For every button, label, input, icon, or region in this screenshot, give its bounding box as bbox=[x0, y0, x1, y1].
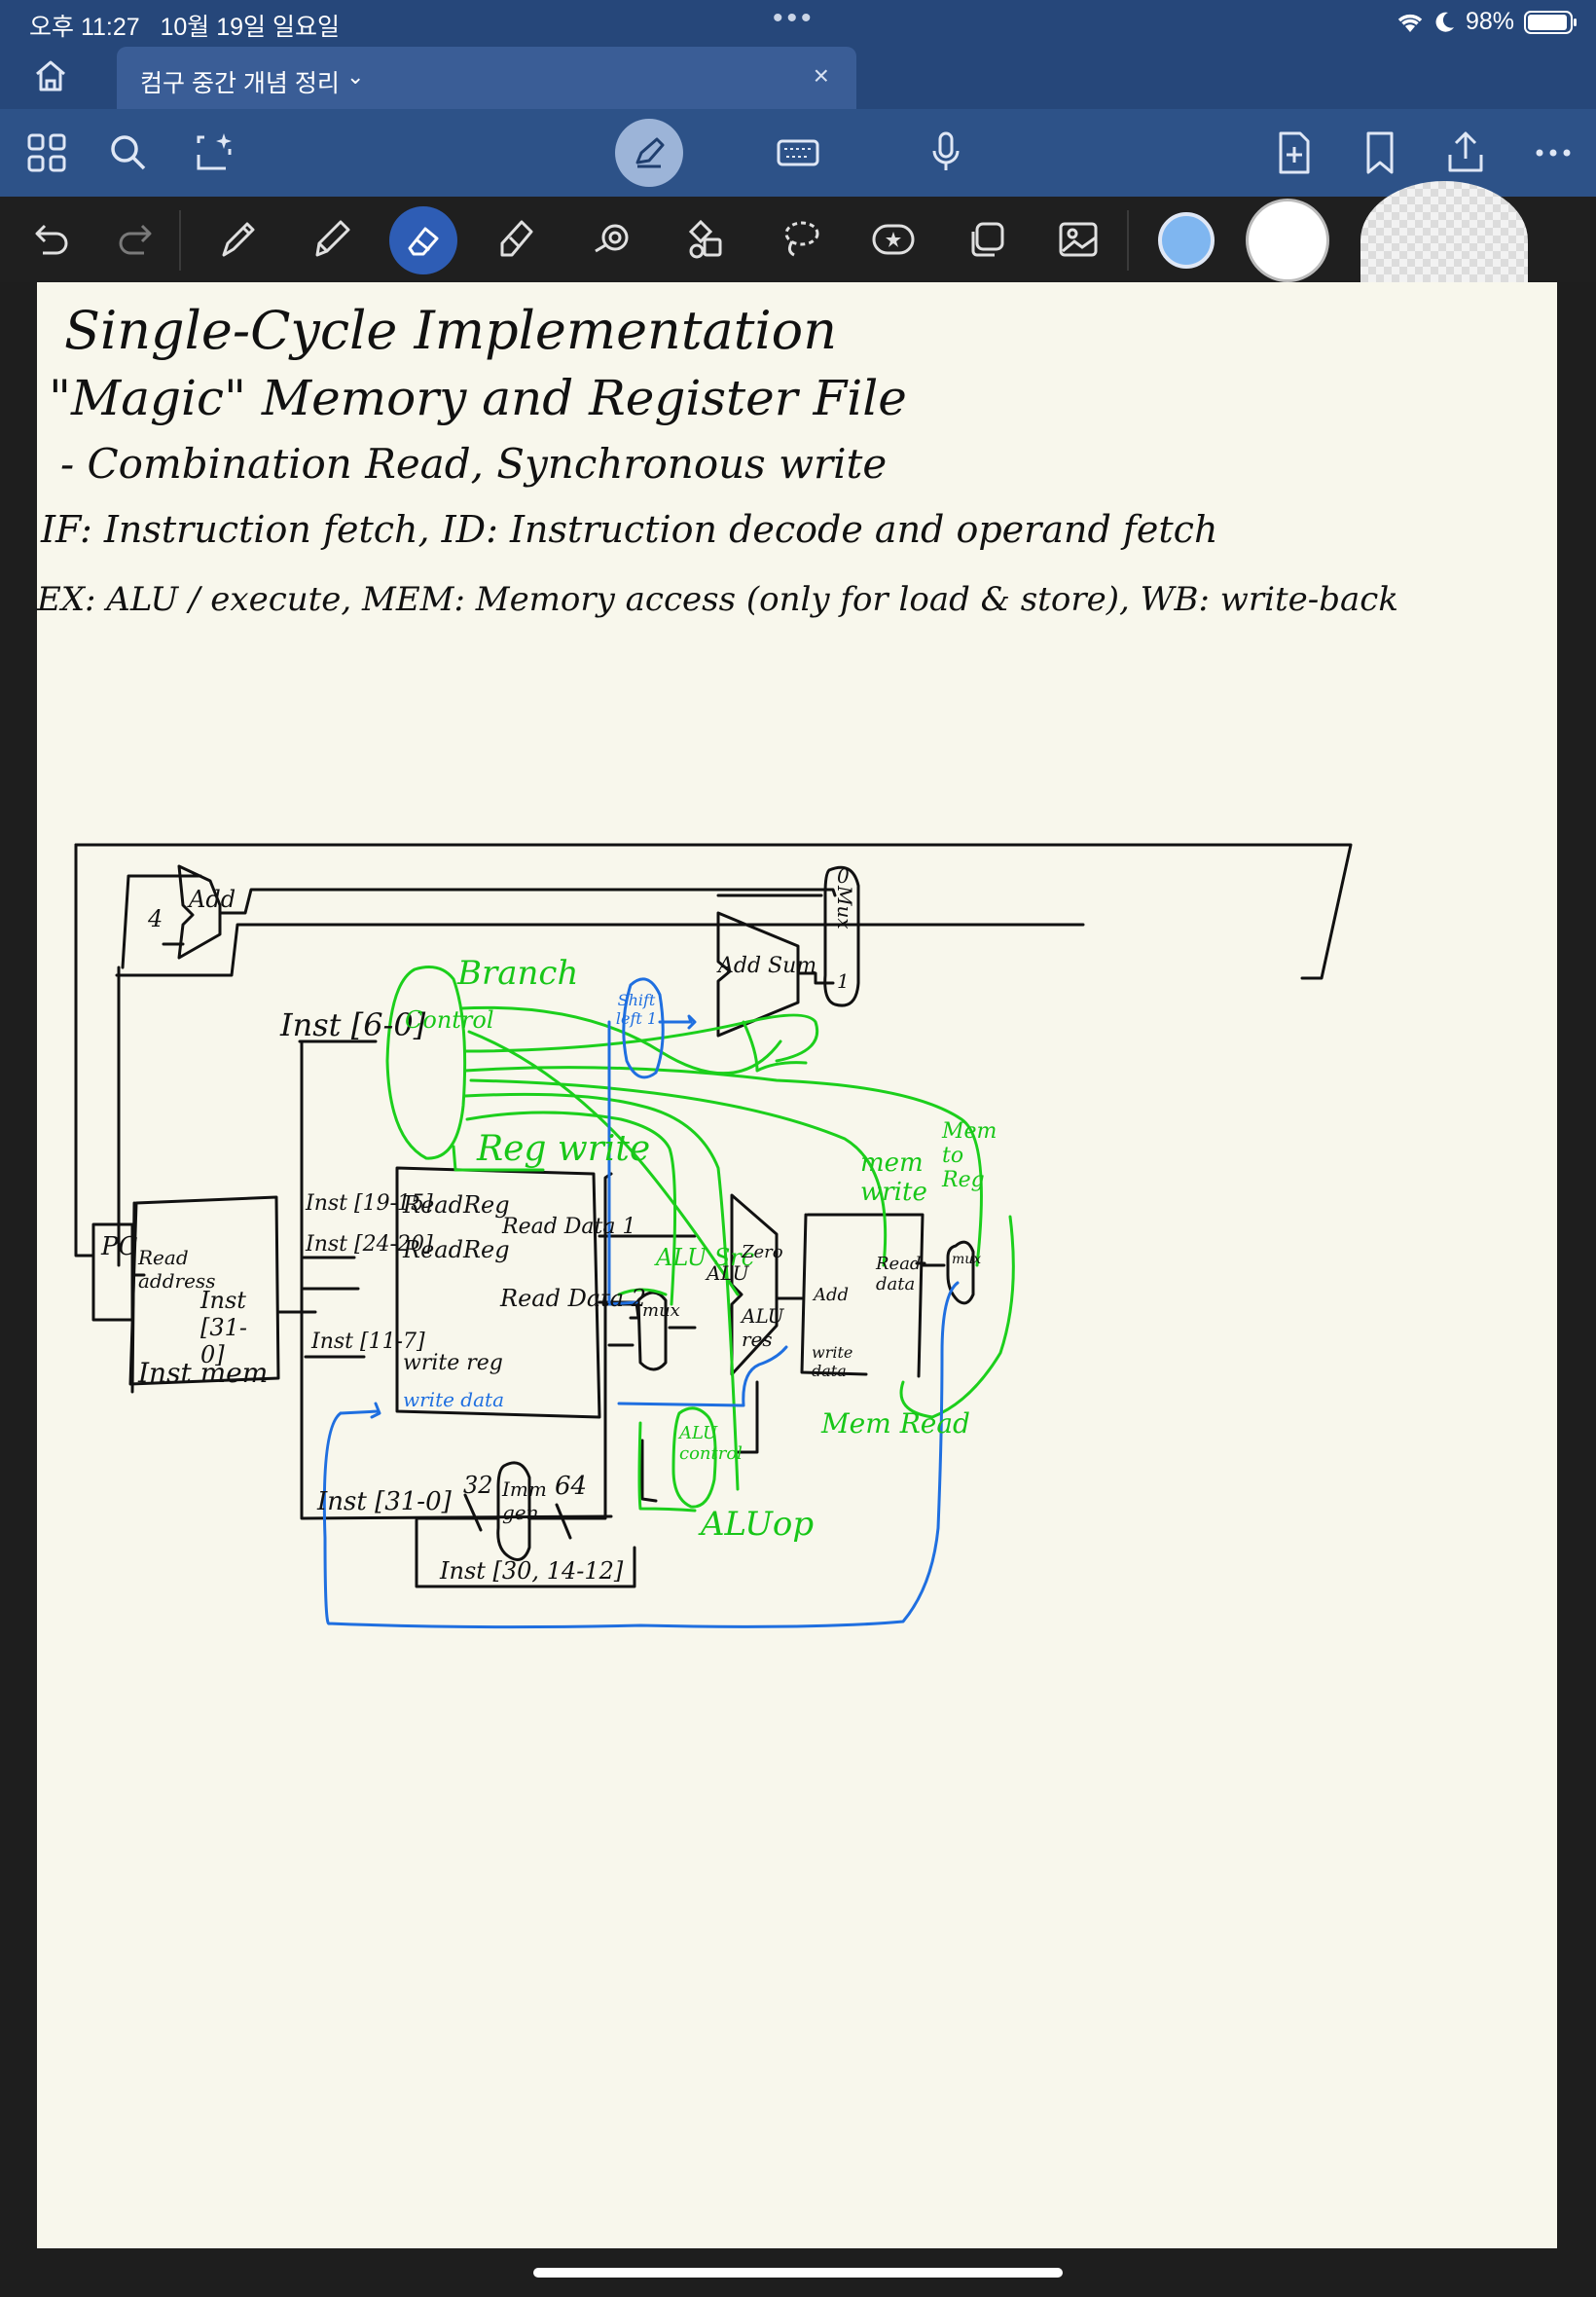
bookmark-icon[interactable] bbox=[1353, 126, 1407, 180]
more-icon[interactable] bbox=[1526, 126, 1580, 180]
label-inst-6-0: Inst [6-0] bbox=[280, 1006, 426, 1043]
label-mem-to-reg: Mem to Reg bbox=[942, 1119, 998, 1192]
label-addr: Add bbox=[814, 1285, 850, 1305]
lasso-icon[interactable] bbox=[773, 212, 827, 267]
undo-icon[interactable] bbox=[23, 212, 78, 267]
share-icon[interactable] bbox=[1438, 126, 1493, 180]
close-tab-icon[interactable]: × bbox=[813, 60, 829, 91]
label-read-data-1: Read Data 1 bbox=[502, 1215, 636, 1239]
label-inst-bits: Inst [30, 14-12] bbox=[440, 1557, 624, 1585]
label-32: 32 bbox=[463, 1472, 493, 1499]
note-line-stages-1: IF: Instruction fetch, ID: Instruction d… bbox=[41, 508, 1218, 551]
label-mux-top-0: 0 bbox=[837, 864, 850, 888]
label-64: 64 bbox=[555, 1472, 588, 1501]
document-tab[interactable]: 컴구 중간 개념 정리 ⌄ × bbox=[117, 47, 856, 109]
color-swatch-white[interactable] bbox=[1246, 199, 1329, 282]
note-line-title: Single-Cycle Implementation bbox=[64, 300, 837, 361]
status-time: 오후 11:27 10월 19일 일요일 bbox=[29, 14, 341, 41]
highlighter-icon[interactable] bbox=[489, 212, 543, 267]
eraser-icon[interactable] bbox=[389, 206, 457, 274]
label-four: 4 bbox=[148, 905, 163, 932]
battery-percent: 98% bbox=[1465, 8, 1514, 35]
search-icon[interactable] bbox=[101, 126, 156, 180]
label-add-sum: Add Sum bbox=[718, 954, 817, 978]
focus-moon-icon bbox=[1435, 12, 1454, 32]
label-inst-11-7: Inst [11-7] bbox=[311, 1330, 425, 1354]
label-imm-gen: Imm gen bbox=[502, 1477, 547, 1524]
label-alu: ALU bbox=[707, 1261, 749, 1285]
label-alu-zero: Zero bbox=[742, 1242, 783, 1262]
pen-mode-icon[interactable] bbox=[615, 119, 683, 187]
home-indicator[interactable] bbox=[533, 2268, 1063, 2278]
label-inst-19-15: Inst [19-15] bbox=[306, 1191, 433, 1216]
label-alu-src: ALU Src bbox=[656, 1244, 755, 1271]
handwritten-diagram bbox=[74, 843, 1353, 1629]
label-pc: PC bbox=[101, 1232, 138, 1261]
label-read-data-2: Read Data 2 bbox=[500, 1285, 646, 1312]
tools-toolbar bbox=[0, 181, 1596, 300]
pencil-icon[interactable] bbox=[304, 212, 358, 267]
image-icon[interactable] bbox=[1051, 212, 1106, 267]
label-alu-op: ALUop bbox=[701, 1505, 815, 1544]
label-mux-alu: mux bbox=[642, 1300, 680, 1321]
color-swatch-transparent[interactable] bbox=[1360, 181, 1528, 300]
label-read-address: Read address bbox=[138, 1246, 216, 1293]
label-mux-top: Mux bbox=[833, 886, 856, 930]
label-write-data-reg: write data bbox=[403, 1388, 504, 1411]
pen-icon[interactable] bbox=[210, 212, 265, 267]
note-line-stages-2: EX: ALU / execute, MEM: Memory access (o… bbox=[37, 580, 1398, 619]
elements-icon[interactable] bbox=[679, 212, 734, 267]
lasso-capture-icon[interactable] bbox=[187, 126, 241, 180]
label-reg-write: Reg write bbox=[477, 1129, 651, 1169]
wifi-icon bbox=[1397, 14, 1423, 32]
label-read-data: Read data bbox=[876, 1254, 922, 1294]
label-branch: Branch bbox=[457, 954, 579, 993]
shapes-icon[interactable] bbox=[586, 212, 640, 267]
battery-icon bbox=[1524, 10, 1577, 34]
toolbar-separator bbox=[1127, 210, 1129, 271]
label-add-top: Add bbox=[189, 886, 236, 913]
toolbar-separator bbox=[179, 210, 181, 271]
redo-icon[interactable] bbox=[109, 212, 163, 267]
label-alu-res: ALU res bbox=[742, 1304, 784, 1351]
keyboard-icon[interactable] bbox=[771, 126, 825, 180]
color-swatch-blue[interactable] bbox=[1158, 212, 1215, 269]
document-tab-title: 컴구 중간 개념 정리 bbox=[140, 70, 340, 97]
copy-icon[interactable] bbox=[960, 212, 1014, 267]
label-inst-mem: Inst mem bbox=[138, 1357, 269, 1389]
note-page[interactable]: Single-Cycle Implementation "Magic" Memo… bbox=[37, 282, 1557, 2248]
label-control: Control bbox=[405, 1006, 494, 1034]
label-mux-wb: mux bbox=[952, 1252, 982, 1267]
label-inst-31-0-a: Inst [31-0] bbox=[200, 1287, 248, 1368]
label-inst-24-20: Inst [24-20] bbox=[306, 1232, 433, 1257]
chevron-down-icon[interactable]: ⌄ bbox=[346, 64, 365, 89]
note-line-combination: - Combination Read, Synchronous write bbox=[60, 440, 888, 488]
label-read-reg-1: ReadReg bbox=[403, 1191, 510, 1219]
status-right: 98% bbox=[1396, 8, 1577, 36]
label-write-data-mem: write data bbox=[812, 1343, 853, 1380]
label-write-reg: write reg bbox=[403, 1351, 503, 1375]
label-mux-top-1: 1 bbox=[837, 969, 850, 993]
label-mem-write: mem write bbox=[860, 1148, 927, 1207]
home-icon[interactable] bbox=[31, 56, 70, 95]
label-inst-31-0-b: Inst [31-0] bbox=[317, 1487, 452, 1516]
main-toolbar bbox=[0, 109, 1596, 197]
microphone-icon[interactable] bbox=[919, 126, 973, 180]
grid-icon[interactable] bbox=[19, 126, 74, 180]
sticker-icon[interactable] bbox=[866, 212, 921, 267]
multitasking-dots-icon[interactable]: ••• bbox=[773, 2, 816, 34]
note-line-magic: "Magic" Memory and Register File bbox=[49, 370, 907, 426]
add-page-icon[interactable] bbox=[1267, 126, 1322, 180]
label-read-reg-2: ReadReg bbox=[403, 1236, 510, 1263]
label-mem-read: Mem Read bbox=[821, 1407, 970, 1440]
label-alu-control: ALU control bbox=[679, 1423, 743, 1464]
tab-bar: 컴구 중간 개념 정리 ⌄ × bbox=[0, 45, 1596, 109]
label-shift-left: Shift left 1 bbox=[615, 991, 658, 1028]
status-bar: 오후 11:27 10월 19일 일요일 ••• 98% bbox=[0, 0, 1596, 45]
